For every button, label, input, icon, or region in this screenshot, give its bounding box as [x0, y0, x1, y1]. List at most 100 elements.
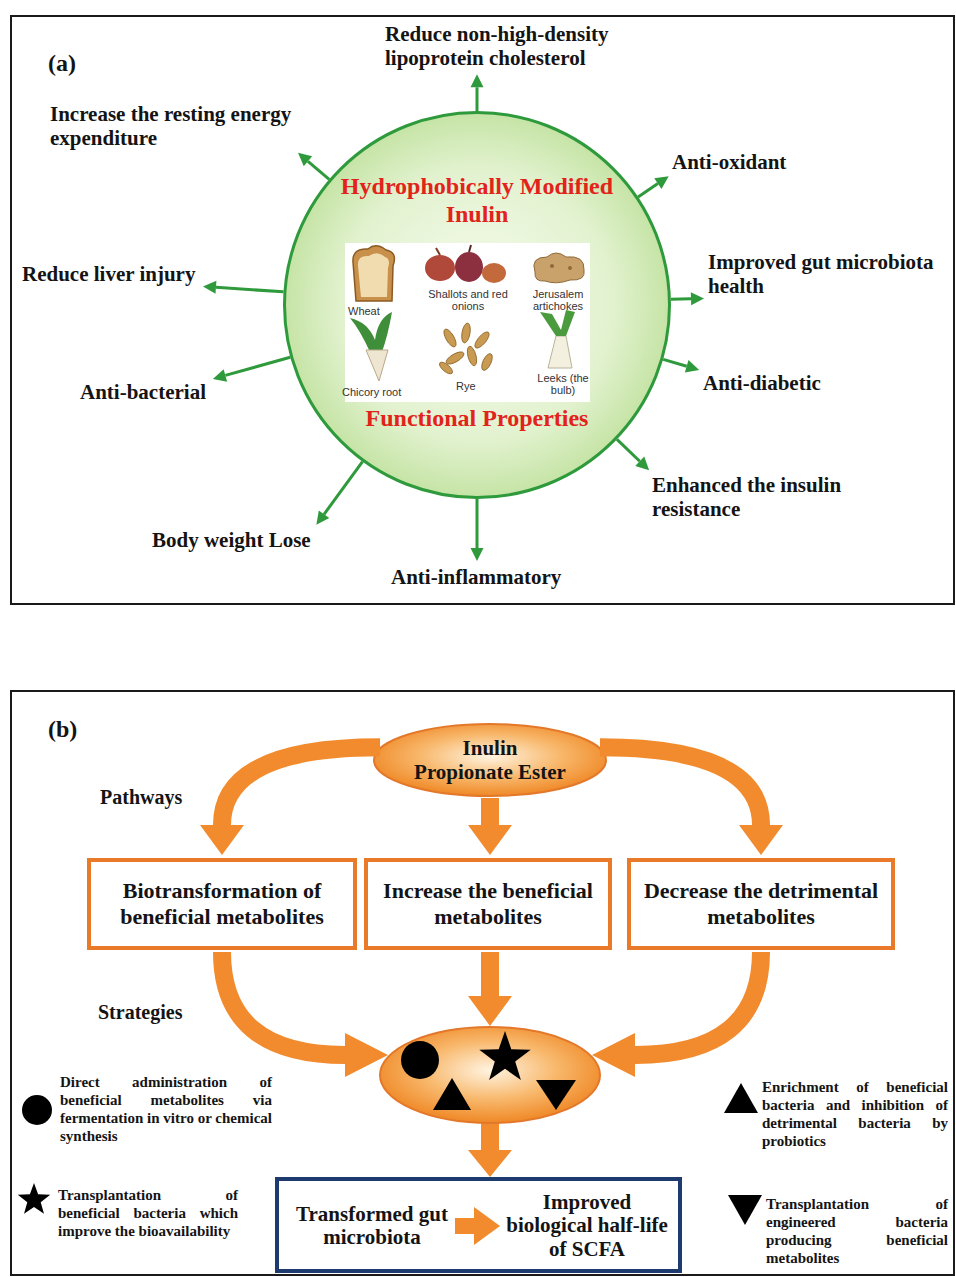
arrow-line — [671, 297, 691, 301]
connector — [298, 153, 329, 179]
connector — [468, 798, 512, 855]
arrow-head — [471, 548, 484, 561]
legend-text: Direct administration of beneficial meta… — [60, 1073, 272, 1145]
property-text: Body weight Lose — [152, 528, 314, 552]
outcome-frame — [277, 1179, 680, 1271]
strategy-ellipse — [380, 1027, 600, 1123]
arrow-head — [213, 369, 227, 382]
arrow-line — [481, 798, 499, 825]
connector — [663, 359, 699, 372]
label-text: Jerusalem artichokes — [527, 288, 589, 312]
property-text: Enhanced the insulin resistance — [652, 473, 845, 521]
arrow-head — [316, 510, 329, 524]
label-text: Wheat — [348, 305, 380, 317]
connector — [671, 292, 704, 305]
arrow-head — [474, 1207, 500, 1245]
arrow-line — [476, 87, 479, 111]
property-text: Improved gut microbiota health — [708, 250, 937, 298]
connector — [600, 747, 783, 855]
property-text: Anti-diabetic — [703, 371, 824, 395]
node-text: Anti-bacterial — [80, 380, 209, 404]
arrow-line — [216, 287, 283, 292]
triangle-symbol — [724, 1083, 758, 1113]
property-text: Reduce non-high-density lipoprotein chol… — [385, 22, 612, 70]
arrow-head — [691, 292, 704, 305]
inverted-triangle-symbol — [728, 1195, 762, 1225]
arrow-head — [200, 825, 244, 855]
node-text: Transformed gut microbiota — [292, 1203, 452, 1249]
circle-symbol — [22, 1095, 52, 1125]
node-text: Increase the beneficial metabolites — [380, 878, 596, 931]
legend-text: Transplantation of engineered bacteria p… — [766, 1195, 948, 1267]
arrow-line — [324, 462, 362, 515]
connector — [471, 499, 484, 561]
node-text: Inulin Propionate Ester — [412, 736, 568, 784]
node-text: Biotransformation of beneficial metaboli… — [103, 878, 341, 931]
arrow-head — [654, 176, 668, 189]
legend-text: Enrichment of beneficial bacteria and in… — [762, 1078, 948, 1150]
flow-arrows — [222, 952, 761, 1177]
arrow-head — [203, 281, 216, 294]
label-text: Strategies — [98, 1001, 182, 1023]
label-text: Pathways — [100, 786, 182, 808]
connector — [316, 462, 362, 525]
circle-outline — [285, 113, 670, 498]
label-text: Shallots and red onions — [418, 288, 518, 312]
label-text: Chicory root — [342, 386, 401, 398]
property-text: Increase the resting energy expenditure — [50, 102, 295, 150]
node-text: Anti-oxidant — [672, 150, 790, 174]
node-text: Reduce non-high-density lipoprotein chol… — [385, 22, 612, 70]
label-text: Rye — [456, 380, 476, 392]
connector — [200, 747, 380, 855]
connector — [203, 281, 283, 294]
arrow-line — [600, 747, 761, 825]
node-text: Anti-diabetic — [703, 371, 824, 395]
arrow-line — [617, 439, 640, 461]
property-text: Reduce liver injury — [22, 262, 199, 286]
connector — [213, 357, 290, 381]
arrow-line — [455, 1218, 474, 1234]
arrow-line — [663, 359, 686, 366]
ellipse-outline — [374, 724, 606, 796]
property-text: Anti-oxidant — [672, 150, 790, 174]
arrow-line — [638, 184, 658, 197]
legend-text: Transplantation of beneficial bacteria w… — [58, 1186, 238, 1240]
connector — [617, 439, 649, 470]
outcome-text: Improved biological half-life of SCFA — [503, 1184, 671, 1268]
pathway-box: Decrease the detrimental metabolites — [627, 858, 895, 950]
property-text: Anti-inflammatory — [391, 565, 565, 589]
food-photo — [345, 243, 590, 402]
node-text: Improved biological half-life of SCFA — [503, 1191, 671, 1260]
star-symbol — [18, 1183, 50, 1214]
source-ellipse: Inulin Propionate Ester — [373, 723, 607, 797]
arrow-head — [468, 825, 512, 855]
node-text: Increase the resting energy expenditure — [50, 102, 295, 150]
arrow-line — [225, 357, 290, 375]
node-text: Hydrophobically Modified Inulin — [323, 173, 631, 228]
connector — [638, 176, 669, 197]
arrow-head — [471, 74, 484, 87]
property-text: Anti-bacterial — [80, 380, 209, 404]
pathway-box: Increase the beneficial metabolites — [364, 858, 612, 950]
panel-border — [11, 16, 954, 604]
node-text: Functional Properties — [323, 405, 631, 433]
arrow-head — [739, 825, 783, 855]
outcome-text: Transformed gut microbiota — [292, 1188, 452, 1264]
node-text: Body weight Lose — [152, 528, 314, 552]
arrow-head — [298, 153, 312, 166]
arrow-head — [685, 360, 699, 372]
arrow-line — [476, 499, 479, 548]
pathway-box: Biotransformation of beneficial metaboli… — [87, 858, 357, 950]
label-text: Leeks (the bulb) — [536, 372, 590, 396]
node-text: Improved gut microbiota health — [708, 250, 937, 298]
node-text: Decrease the detrimental metabolites — [643, 878, 879, 931]
connector — [471, 74, 484, 111]
arrow-line — [308, 161, 329, 179]
node-text: Enhanced the insulin resistance — [652, 473, 845, 521]
arrow-line — [222, 747, 380, 825]
node-text: Reduce liver injury — [22, 262, 199, 286]
panel-border — [11, 691, 954, 1275]
label-text: (a) — [48, 50, 76, 76]
label-text: (b) — [48, 716, 77, 742]
